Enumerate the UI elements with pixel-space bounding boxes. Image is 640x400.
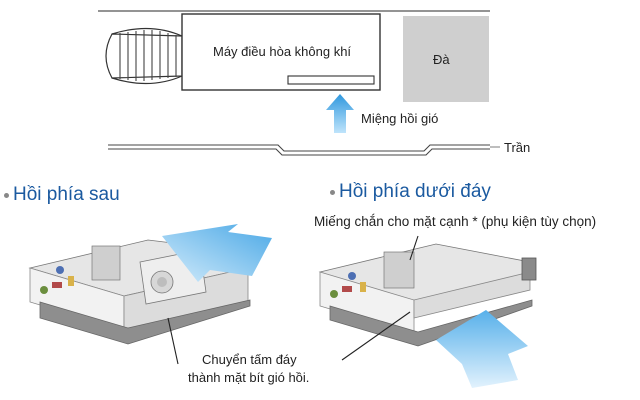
left-leader-line (167, 317, 179, 365)
unit-return-grille (287, 75, 375, 85)
side-panel-note: Miếng chắn cho mặt cạnh * (phụ kiện tùy … (314, 214, 597, 229)
bottom-plate-note-line2: thành mặt bít gió hồi. (188, 370, 310, 385)
right-side-panel-leader (409, 235, 419, 261)
beam-label: Đà (433, 52, 450, 67)
left-section-title: Hồi phía sau (13, 184, 120, 205)
right-section-title: Hồi phía dưới đáy (339, 181, 491, 202)
bottom-plate-note-line1: Chuyển tấm đáy (202, 352, 297, 367)
ceiling-label: Trần (504, 140, 531, 155)
right-bottom-leader (341, 311, 411, 361)
return-opening-label: Miệng hồi gió (361, 111, 439, 126)
return-air-arrow (326, 94, 354, 133)
ceiling-lines (108, 144, 500, 156)
beam-block (403, 16, 489, 102)
left-title-bullet (4, 193, 9, 198)
right-title-bullet (330, 190, 335, 195)
flexible-duct (105, 27, 183, 85)
unit-label: Máy điều hòa không khí (213, 44, 352, 59)
right-ducted-unit (318, 243, 537, 388)
left-ducted-unit (28, 224, 272, 345)
